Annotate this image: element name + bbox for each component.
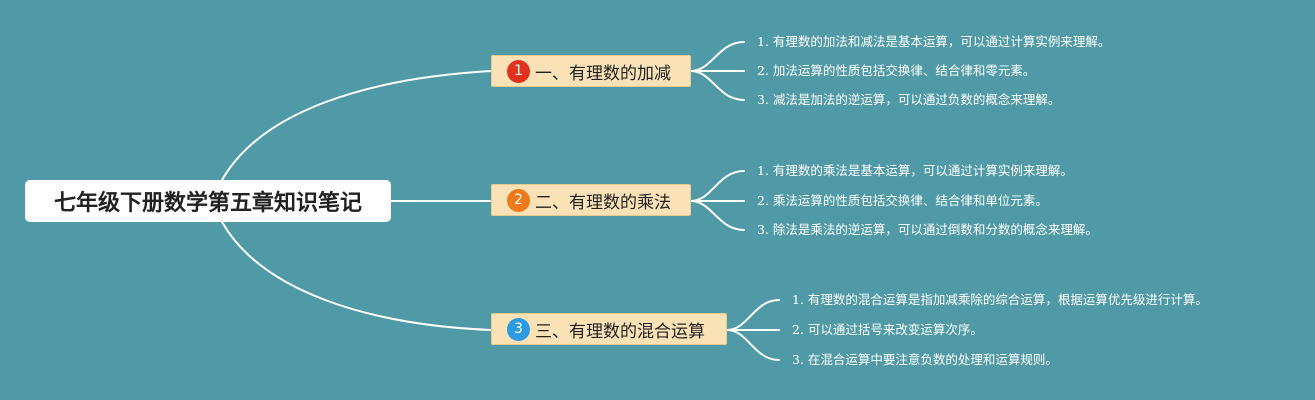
connector-topic-1-point-1 — [690, 41, 745, 72]
topic-label: 一、有理数的加减 — [535, 63, 671, 84]
topic-1-point-3: 3. 减法是加法的逆运算，可以通过负数的概念来理解。 — [757, 92, 1061, 107]
connector-topic-3-point-1 — [726, 299, 780, 331]
topic-2-point-3: 3. 除法是乘法的逆运算，可以通过倒数和分数的概念来理解。 — [757, 222, 1098, 237]
number-badge-2: 2 — [507, 188, 530, 212]
connector-root-topic-3 — [221, 221, 492, 331]
topic-3-point-3: 3. 在混合运算中要注意负数的处理和运算规则。 — [792, 352, 1058, 367]
topic-1-point-1: 1. 有理数的加法和减法是基本运算，可以通过计算实例来理解。 — [757, 34, 1111, 49]
root-title: 七年级下册数学第五章知识笔记 — [53, 191, 362, 216]
connector-topic-3-point-3 — [726, 329, 780, 361]
topic-node-3[interactable]: 3 三、有理数的混合运算 — [491, 313, 727, 345]
topic-2-point-2: 2. 乘法运算的性质包括交换律、结合律和单位元素。 — [757, 193, 1048, 208]
number-badge-3: 3 — [507, 317, 530, 341]
connector-topic-2-point-3 — [690, 200, 745, 231]
topic-3-point-2: 2. 可以通过括号来改变运算次序。 — [792, 322, 983, 337]
topic-3-point-1: 1. 有理数的混合运算是指加减乘除的综合运算，根据运算优先级进行计算。 — [792, 292, 1208, 307]
topic-label: 二、有理数的乘法 — [535, 192, 671, 213]
connector-root-topic-1 — [221, 70, 492, 181]
topic-1-point-2: 2. 加法运算的性质包括交换律、结合律和零元素。 — [757, 63, 1036, 78]
topic-node-2[interactable]: 2 二、有理数的乘法 — [491, 184, 691, 216]
connector-topic-1-point-3 — [690, 70, 745, 101]
topic-node-1[interactable]: 1 一、有理数的加减 — [491, 55, 691, 87]
topic-label: 三、有理数的混合运算 — [535, 321, 705, 342]
connector-topic-2-point-1 — [690, 170, 745, 202]
topic-2-point-1: 1. 有理数的乘法是基本运算，可以通过计算实例来理解。 — [757, 163, 1073, 178]
number-badge-1: 1 — [507, 59, 530, 83]
root-node[interactable]: 七年级下册数学第五章知识笔记 — [25, 180, 391, 222]
